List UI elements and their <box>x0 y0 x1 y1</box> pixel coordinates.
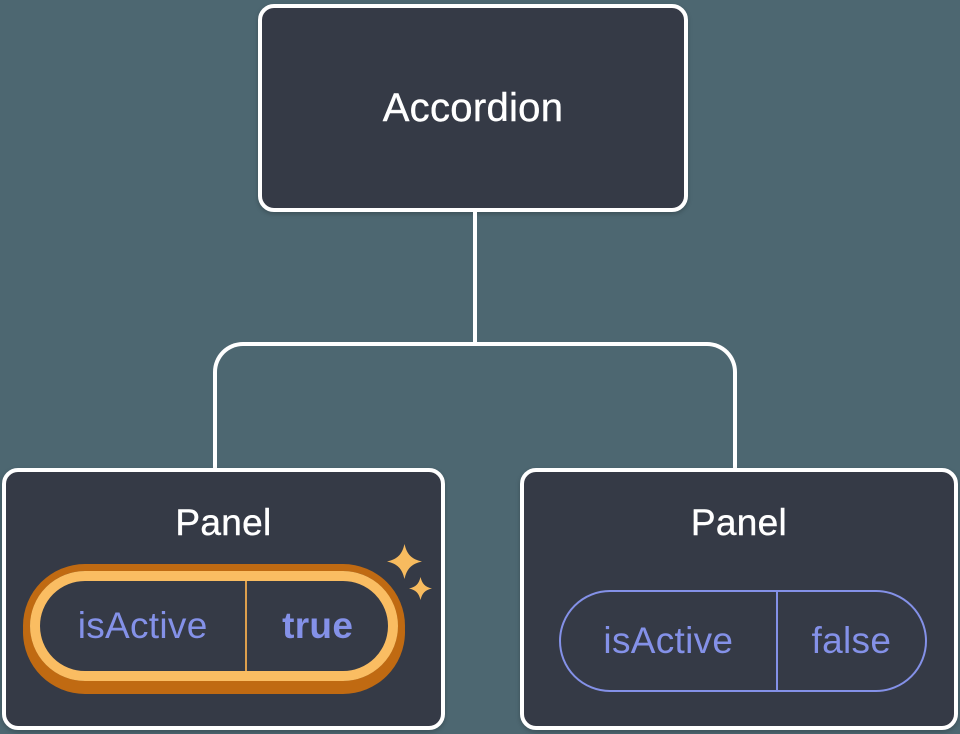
edge-root-stem <box>473 210 477 346</box>
state-key: isActive <box>77 605 208 646</box>
state-key: isActive <box>603 620 734 661</box>
panel-node-active: Panel isActive true <box>2 468 445 730</box>
state-value: false <box>811 620 892 661</box>
state-pill-inactive: isActive false <box>559 590 927 692</box>
sparkle-icon <box>387 544 422 579</box>
panel-node-inactive: Panel isActive false <box>520 468 958 730</box>
panel-label: Panel <box>175 502 272 543</box>
pill-divider <box>245 581 248 671</box>
state-pill-active: isActive true <box>30 571 398 681</box>
sparkle-icon <box>409 577 432 600</box>
edge-branch-bracket <box>213 342 737 469</box>
panel-label: Panel <box>690 502 788 543</box>
state-value: true <box>282 605 354 646</box>
accordion-node: Accordion <box>258 4 688 212</box>
pill-divider <box>775 592 778 690</box>
accordion-label: Accordion <box>382 85 564 130</box>
